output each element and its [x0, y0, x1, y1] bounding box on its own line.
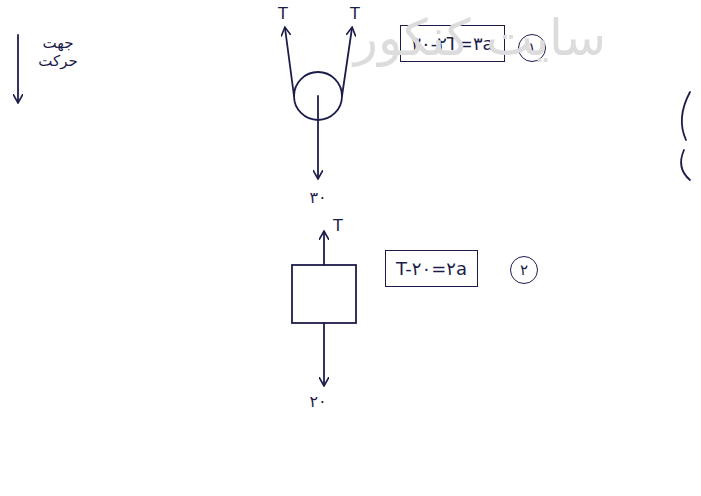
- force-label: T: [350, 4, 360, 23]
- number-text: ۲: [520, 261, 528, 279]
- weight-arrow: [317, 96, 319, 178]
- equation-text: T-۲۰=۲a: [396, 258, 467, 279]
- force-value: ۳۰: [309, 188, 326, 207]
- equation-number: ۲: [510, 256, 538, 284]
- motion-arrow: [17, 35, 19, 102]
- edge-mark: [682, 92, 690, 140]
- force-label: T: [333, 216, 343, 235]
- force-value: ۲۰: [309, 392, 326, 411]
- weight-arrow: [323, 323, 325, 385]
- rope-right: [342, 28, 352, 96]
- motion-direction: جهت حرکت: [33, 34, 83, 70]
- watermark: سایت کنکور: [354, 8, 607, 68]
- force-label: T: [278, 4, 288, 23]
- edge-mark: [681, 150, 690, 180]
- tension-arrow: [323, 232, 325, 265]
- block: [292, 265, 356, 323]
- rope-left: [285, 28, 294, 96]
- equation-box: T-۲۰=۲a: [385, 250, 478, 287]
